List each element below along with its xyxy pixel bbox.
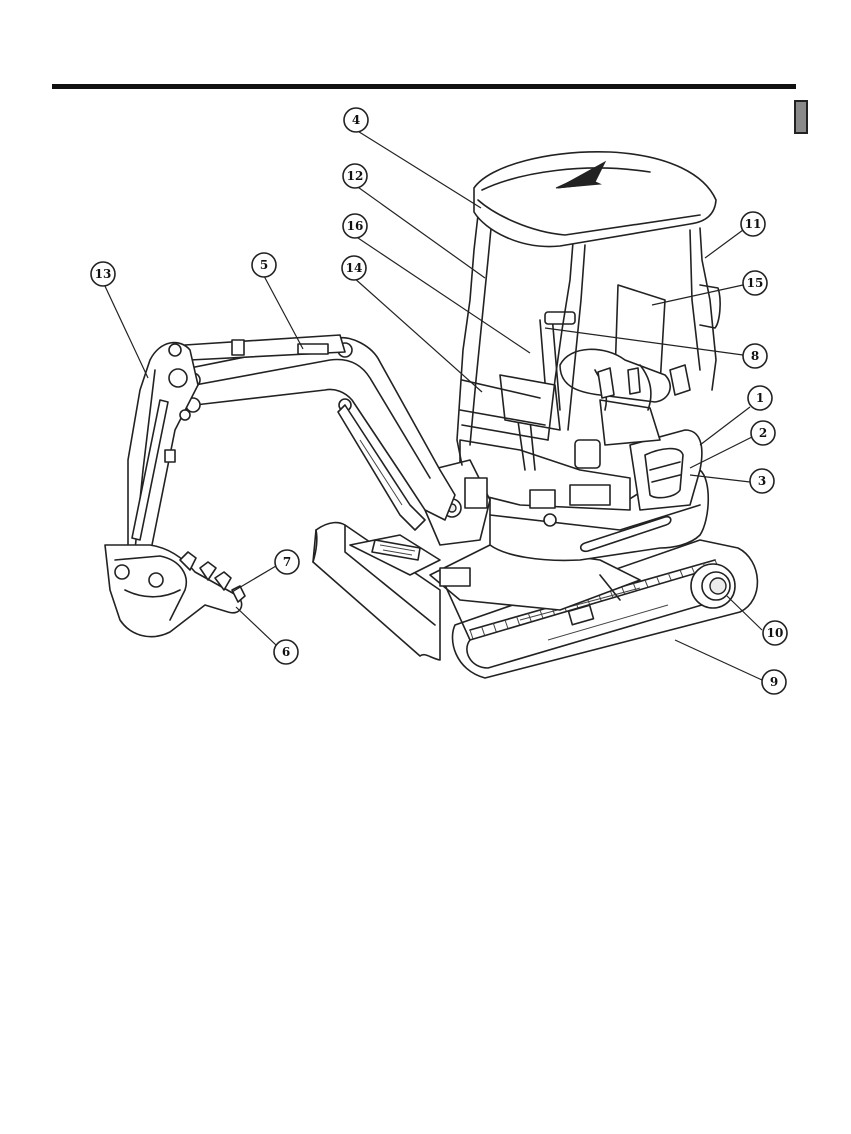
callout-bubble-9: 9: [762, 670, 786, 694]
callout-bubble-15: 15: [743, 271, 767, 295]
callout-bubble-16: 16: [343, 214, 367, 238]
callout-bubble-2: 2: [751, 421, 775, 445]
callout-bubble-4: 4: [344, 108, 368, 132]
svg-text:3: 3: [758, 474, 766, 488]
callout-bubble-3: 3: [750, 469, 774, 493]
callout-bubble-5: 5: [252, 253, 276, 277]
callout-bubble-11: 11: [741, 212, 765, 236]
svg-text:6: 6: [282, 645, 290, 659]
svg-text:16: 16: [347, 219, 364, 233]
svg-text:11: 11: [745, 217, 762, 231]
callout-bubble-1: 1: [748, 386, 772, 410]
svg-text:12: 12: [347, 169, 364, 183]
roll-over-canopy: [457, 152, 720, 465]
svg-text:5: 5: [260, 258, 268, 272]
callout-bubble-12: 12: [343, 164, 367, 188]
dozer-blade: [313, 523, 440, 660]
svg-text:1: 1: [756, 391, 764, 405]
upper-structure: [425, 430, 708, 560]
svg-text:15: 15: [747, 276, 764, 290]
svg-text:2: 2: [759, 426, 767, 440]
svg-text:8: 8: [751, 349, 759, 363]
svg-text:14: 14: [346, 261, 363, 275]
svg-text:13: 13: [95, 267, 112, 281]
arm: [128, 343, 198, 555]
drive-sprocket: [691, 564, 735, 608]
svg-text:9: 9: [770, 675, 778, 689]
callout-bubble-14: 14: [342, 256, 366, 280]
callout-bubble-6: 6: [274, 640, 298, 664]
svg-text:7: 7: [283, 555, 291, 569]
svg-text:10: 10: [767, 626, 784, 640]
callout-bubble-10: 10: [763, 621, 787, 645]
svg-text:4: 4: [352, 113, 360, 127]
callout-bubble-7: 7: [275, 550, 299, 574]
boom: [180, 335, 455, 530]
callout-bubble-8: 8: [743, 344, 767, 368]
callout-bubble-13: 13: [91, 262, 115, 286]
bucket: [105, 545, 245, 637]
